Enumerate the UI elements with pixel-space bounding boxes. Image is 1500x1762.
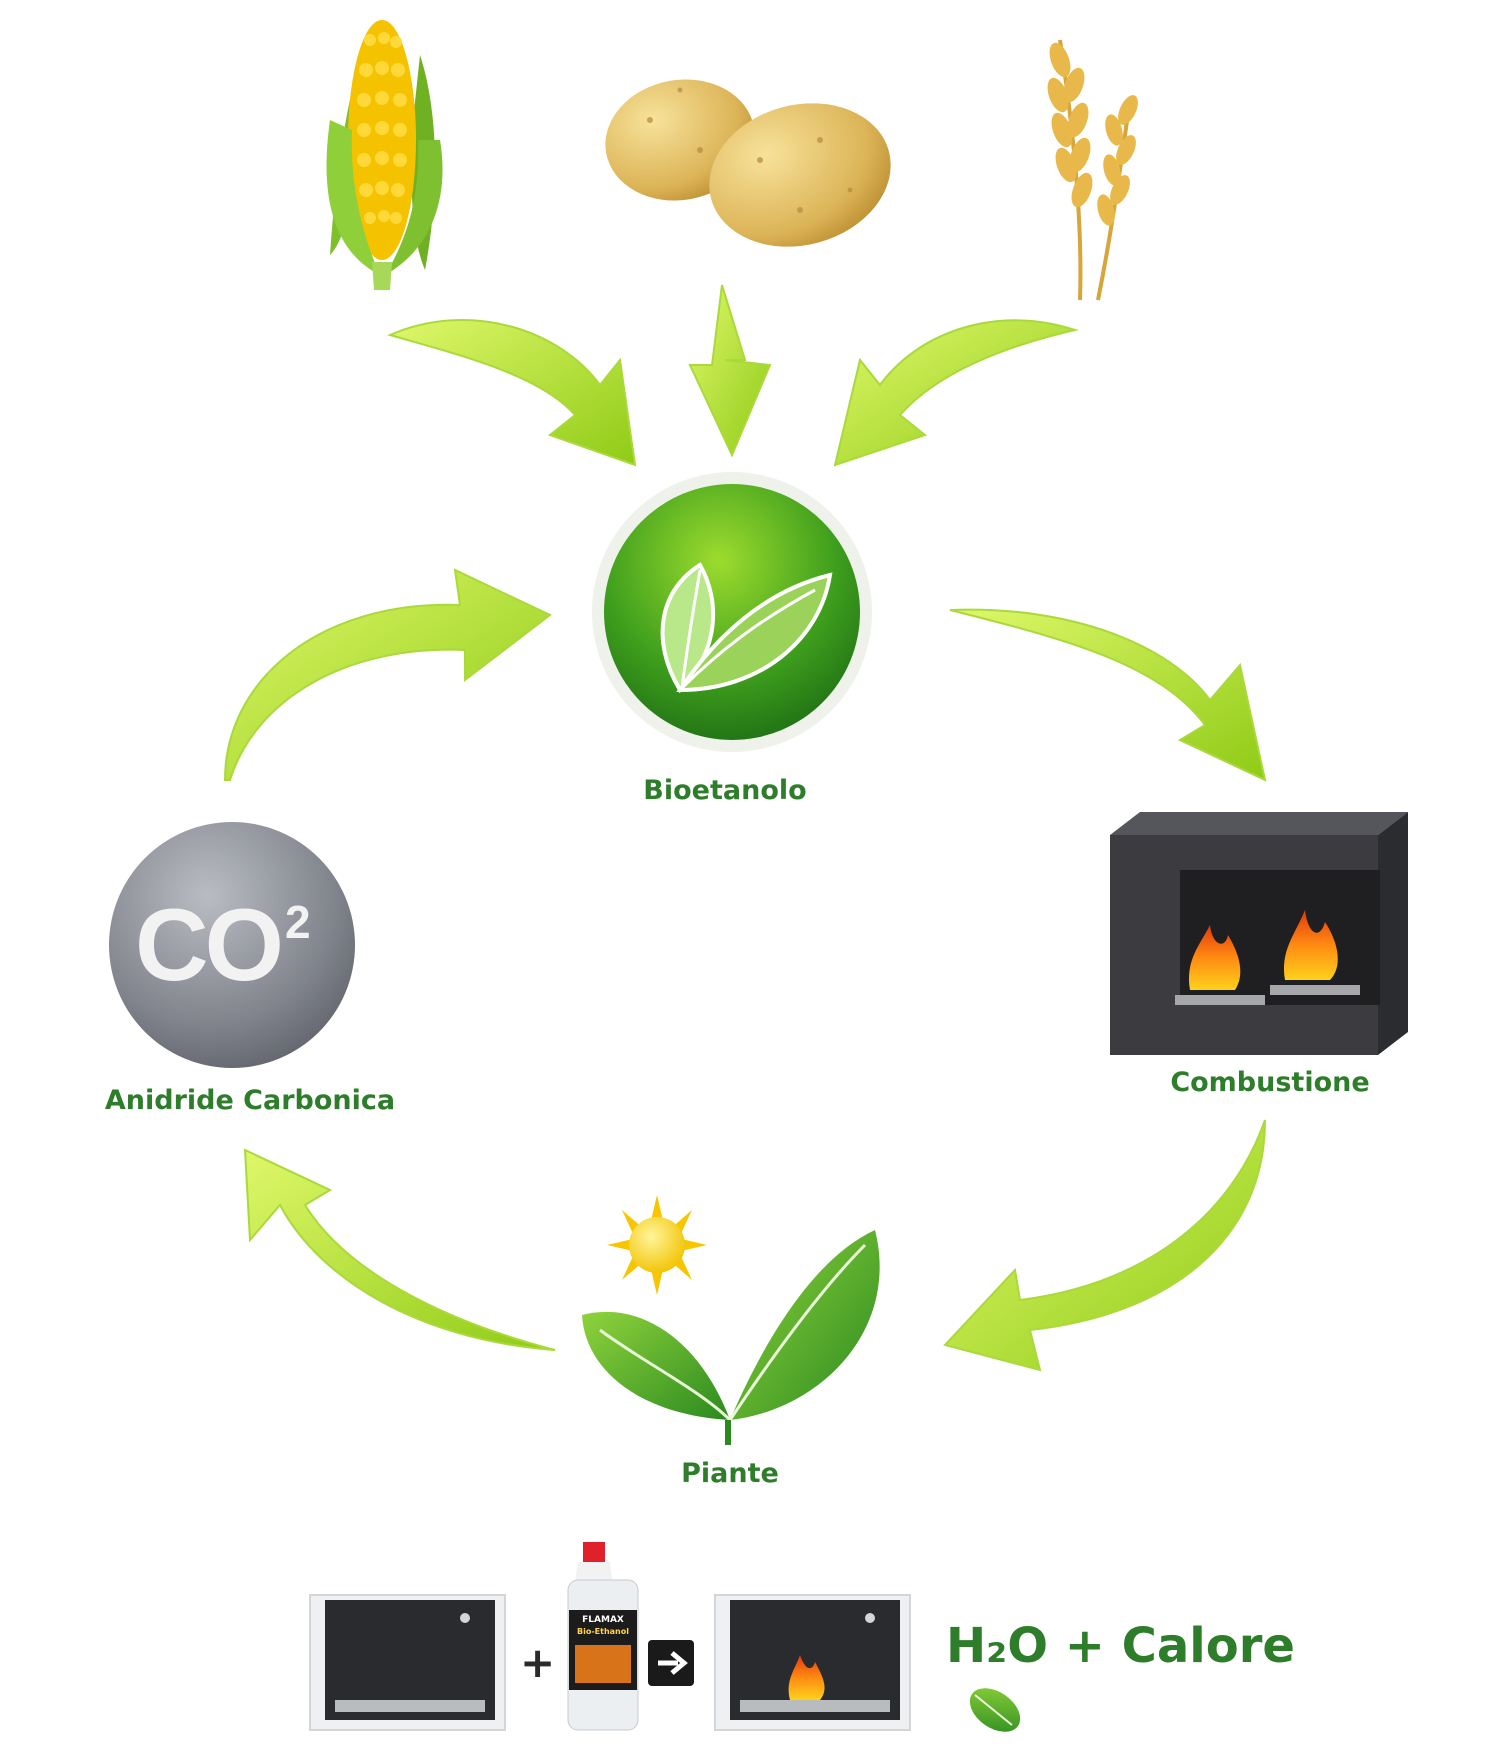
fireplace-icon (1110, 812, 1408, 1055)
arrow-wheat-to-bioetanolo (833, 319, 1079, 467)
leaf-icon (660, 562, 833, 694)
bottle-brand-label: FLAMAX (582, 1615, 624, 1625)
bottle-sub-label: Bio-Ethanol (577, 1627, 629, 1636)
bottle-icon (567, 1542, 639, 1731)
fireplace-empty-image (309, 1594, 506, 1731)
small-leaf-icon (969, 1688, 1021, 1732)
piante-label: Piante (681, 1458, 779, 1489)
sun-icon (607, 1195, 707, 1295)
fireplace-burning-image (714, 1594, 911, 1731)
combustione-label: Combustione (1170, 1067, 1370, 1098)
arrow-combustione-to-piante (943, 1119, 1266, 1372)
bioetanolo-label: Bioetanolo (643, 775, 807, 806)
potatoes-icon (605, 79, 891, 247)
arrow-potato-to-bioetanolo (688, 284, 772, 458)
arrow-right-icon (648, 1640, 694, 1686)
plus-sign: + (520, 1638, 556, 1687)
arrow-co2-to-bioetanolo (223, 568, 552, 781)
co2-label: Anidride Carbonica (104, 1085, 396, 1116)
arrow-corn-to-bioetanolo (387, 319, 637, 467)
co2-symbol: CO (135, 888, 284, 1002)
result-label: H₂O + Calore (946, 1618, 1295, 1674)
arrow-bioetanolo-to-combustione (949, 608, 1267, 782)
arrow-piante-to-co2 (243, 1148, 556, 1351)
corn-icon (326, 20, 443, 290)
co2-superscript: 2 (285, 896, 311, 948)
bioetanolo-node (592, 472, 872, 752)
sprout-with-sun-icon (582, 1195, 880, 1445)
wheat-icon (1047, 39, 1138, 301)
co2-node (109, 822, 355, 1068)
